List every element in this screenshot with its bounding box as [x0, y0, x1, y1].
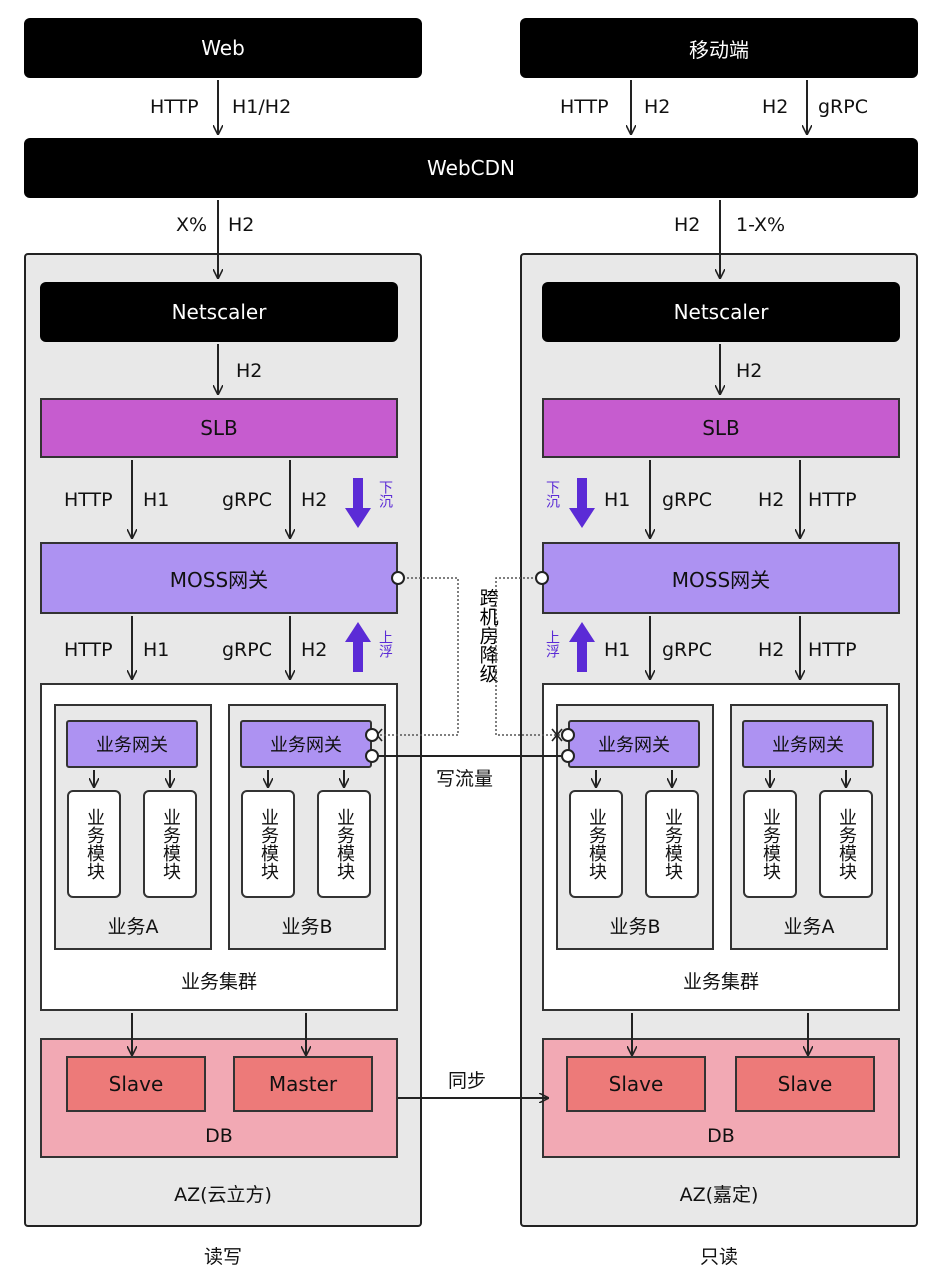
- edge-label: H2: [228, 214, 255, 236]
- right-db-slave-2: Slave: [735, 1056, 875, 1112]
- business-module: 业务模块: [67, 790, 121, 898]
- edge-label: X%: [176, 214, 208, 236]
- edge-label: HTTP: [808, 639, 857, 661]
- mobile-client-label: 移动端: [689, 37, 749, 62]
- edge-label: gRPC: [222, 639, 272, 661]
- left-db-master: Master: [233, 1056, 373, 1112]
- business-module-label: 业务模块: [760, 808, 781, 880]
- db-node-label: Slave: [608, 1072, 664, 1096]
- edge-label: H2: [674, 214, 701, 236]
- business-module-label: 业务模块: [258, 808, 279, 880]
- edge-label: H1: [143, 489, 170, 511]
- right-slb-box: SLB: [542, 398, 900, 458]
- edge-label: gRPC: [818, 96, 868, 118]
- business-gateway-label: 业务网关: [772, 735, 844, 756]
- left-business-b-gateway: 业务网关: [240, 720, 372, 768]
- left-moss-gateway-box: MOSS网关: [40, 542, 398, 614]
- left-cluster-name: 业务集群: [180, 970, 257, 993]
- business-module: 业务模块: [241, 790, 295, 898]
- business-module-label: 业务模块: [84, 808, 105, 880]
- edge-label: H2: [301, 489, 328, 511]
- edge-label: H2: [236, 360, 263, 382]
- edge-label: HTTP: [64, 639, 113, 661]
- edge-label: H1: [604, 639, 631, 661]
- right-db-name: DB: [707, 1125, 735, 1147]
- edge-label: H2: [758, 639, 785, 661]
- edge-label: H1: [143, 639, 170, 661]
- db-node-label: Master: [268, 1072, 338, 1096]
- edge-label: H2: [736, 360, 763, 382]
- left-business-b-name: 业务B: [281, 915, 333, 938]
- right-slb-label: SLB: [702, 416, 740, 440]
- webcdn-label: WebCDN: [427, 156, 515, 180]
- edge-label: H1: [604, 489, 631, 511]
- left-netscaler-box: Netscaler: [40, 282, 398, 342]
- edge-label: gRPC: [662, 489, 712, 511]
- sync-label: 同步: [448, 1070, 487, 1092]
- right-sink-label: 下沉: [544, 480, 560, 508]
- mobile-client-box: 移动端: [520, 18, 918, 78]
- business-module-label: 业务模块: [586, 808, 607, 880]
- business-module-label: 业务模块: [160, 808, 181, 880]
- left-moss-gateway-label: MOSS网关: [169, 567, 269, 592]
- business-module-label: 业务模块: [662, 808, 683, 880]
- edge-label: H2: [644, 96, 671, 118]
- left-netscaler-label: Netscaler: [171, 300, 267, 324]
- edge-label: 1-X%: [736, 214, 786, 236]
- cross-degrade-label: 跨机房降级: [476, 588, 499, 683]
- business-gateway-label: 业务网关: [598, 735, 670, 756]
- right-business-a-name: 业务A: [783, 915, 835, 938]
- business-module: 业务模块: [569, 790, 623, 898]
- left-db-name: DB: [205, 1125, 233, 1147]
- right-netscaler-label: Netscaler: [673, 300, 769, 324]
- right-az-caption: 只读: [699, 1245, 738, 1268]
- edge-label: HTTP: [150, 96, 199, 118]
- db-node-label: Slave: [777, 1072, 833, 1096]
- db-node-label: Slave: [108, 1072, 164, 1096]
- write-traffic-label: 写流量: [436, 768, 494, 790]
- business-gateway-label: 业务网关: [96, 735, 168, 756]
- business-module-label: 业务模块: [836, 808, 857, 880]
- left-float-label: 上浮: [377, 630, 393, 658]
- webcdn-box: WebCDN: [24, 138, 918, 198]
- edge-label: H2: [301, 639, 328, 661]
- edge-label: gRPC: [662, 639, 712, 661]
- right-float-label: 上浮: [544, 630, 560, 658]
- business-module: 业务模块: [645, 790, 699, 898]
- edge-label: H2: [758, 489, 785, 511]
- web-client-label: Web: [201, 36, 245, 60]
- left-slb-label: SLB: [200, 416, 238, 440]
- right-moss-gateway-box: MOSS网关: [542, 542, 900, 614]
- left-db-slave: Slave: [66, 1056, 206, 1112]
- right-business-b-gateway: 业务网关: [568, 720, 700, 768]
- business-module: 业务模块: [143, 790, 197, 898]
- right-az-name: AZ(嘉定): [679, 1183, 759, 1206]
- right-netscaler-box: Netscaler: [542, 282, 900, 342]
- right-business-b-name: 业务B: [609, 915, 661, 938]
- edge-label: HTTP: [64, 489, 113, 511]
- right-cluster-name: 业务集群: [682, 970, 759, 993]
- web-client-box: Web: [24, 18, 422, 78]
- left-sink-label: 下沉: [377, 480, 393, 508]
- edge-label: HTTP: [560, 96, 609, 118]
- business-module: 业务模块: [317, 790, 371, 898]
- edge-label: gRPC: [222, 489, 272, 511]
- edge-label: H2: [762, 96, 789, 118]
- edge-label: H1/H2: [232, 96, 292, 118]
- right-db-slave-1: Slave: [566, 1056, 706, 1112]
- left-az-caption: 读写: [203, 1245, 242, 1268]
- edge-label: HTTP: [808, 489, 857, 511]
- left-slb-box: SLB: [40, 398, 398, 458]
- business-module: 业务模块: [743, 790, 797, 898]
- left-business-a-name: 业务A: [107, 915, 159, 938]
- left-business-a-gateway: 业务网关: [66, 720, 198, 768]
- business-module: 业务模块: [819, 790, 873, 898]
- business-module-label: 业务模块: [334, 808, 355, 880]
- left-az-name: AZ(云立方): [174, 1183, 272, 1206]
- business-gateway-label: 业务网关: [270, 735, 342, 756]
- right-business-a-gateway: 业务网关: [742, 720, 874, 768]
- right-moss-gateway-label: MOSS网关: [671, 567, 771, 592]
